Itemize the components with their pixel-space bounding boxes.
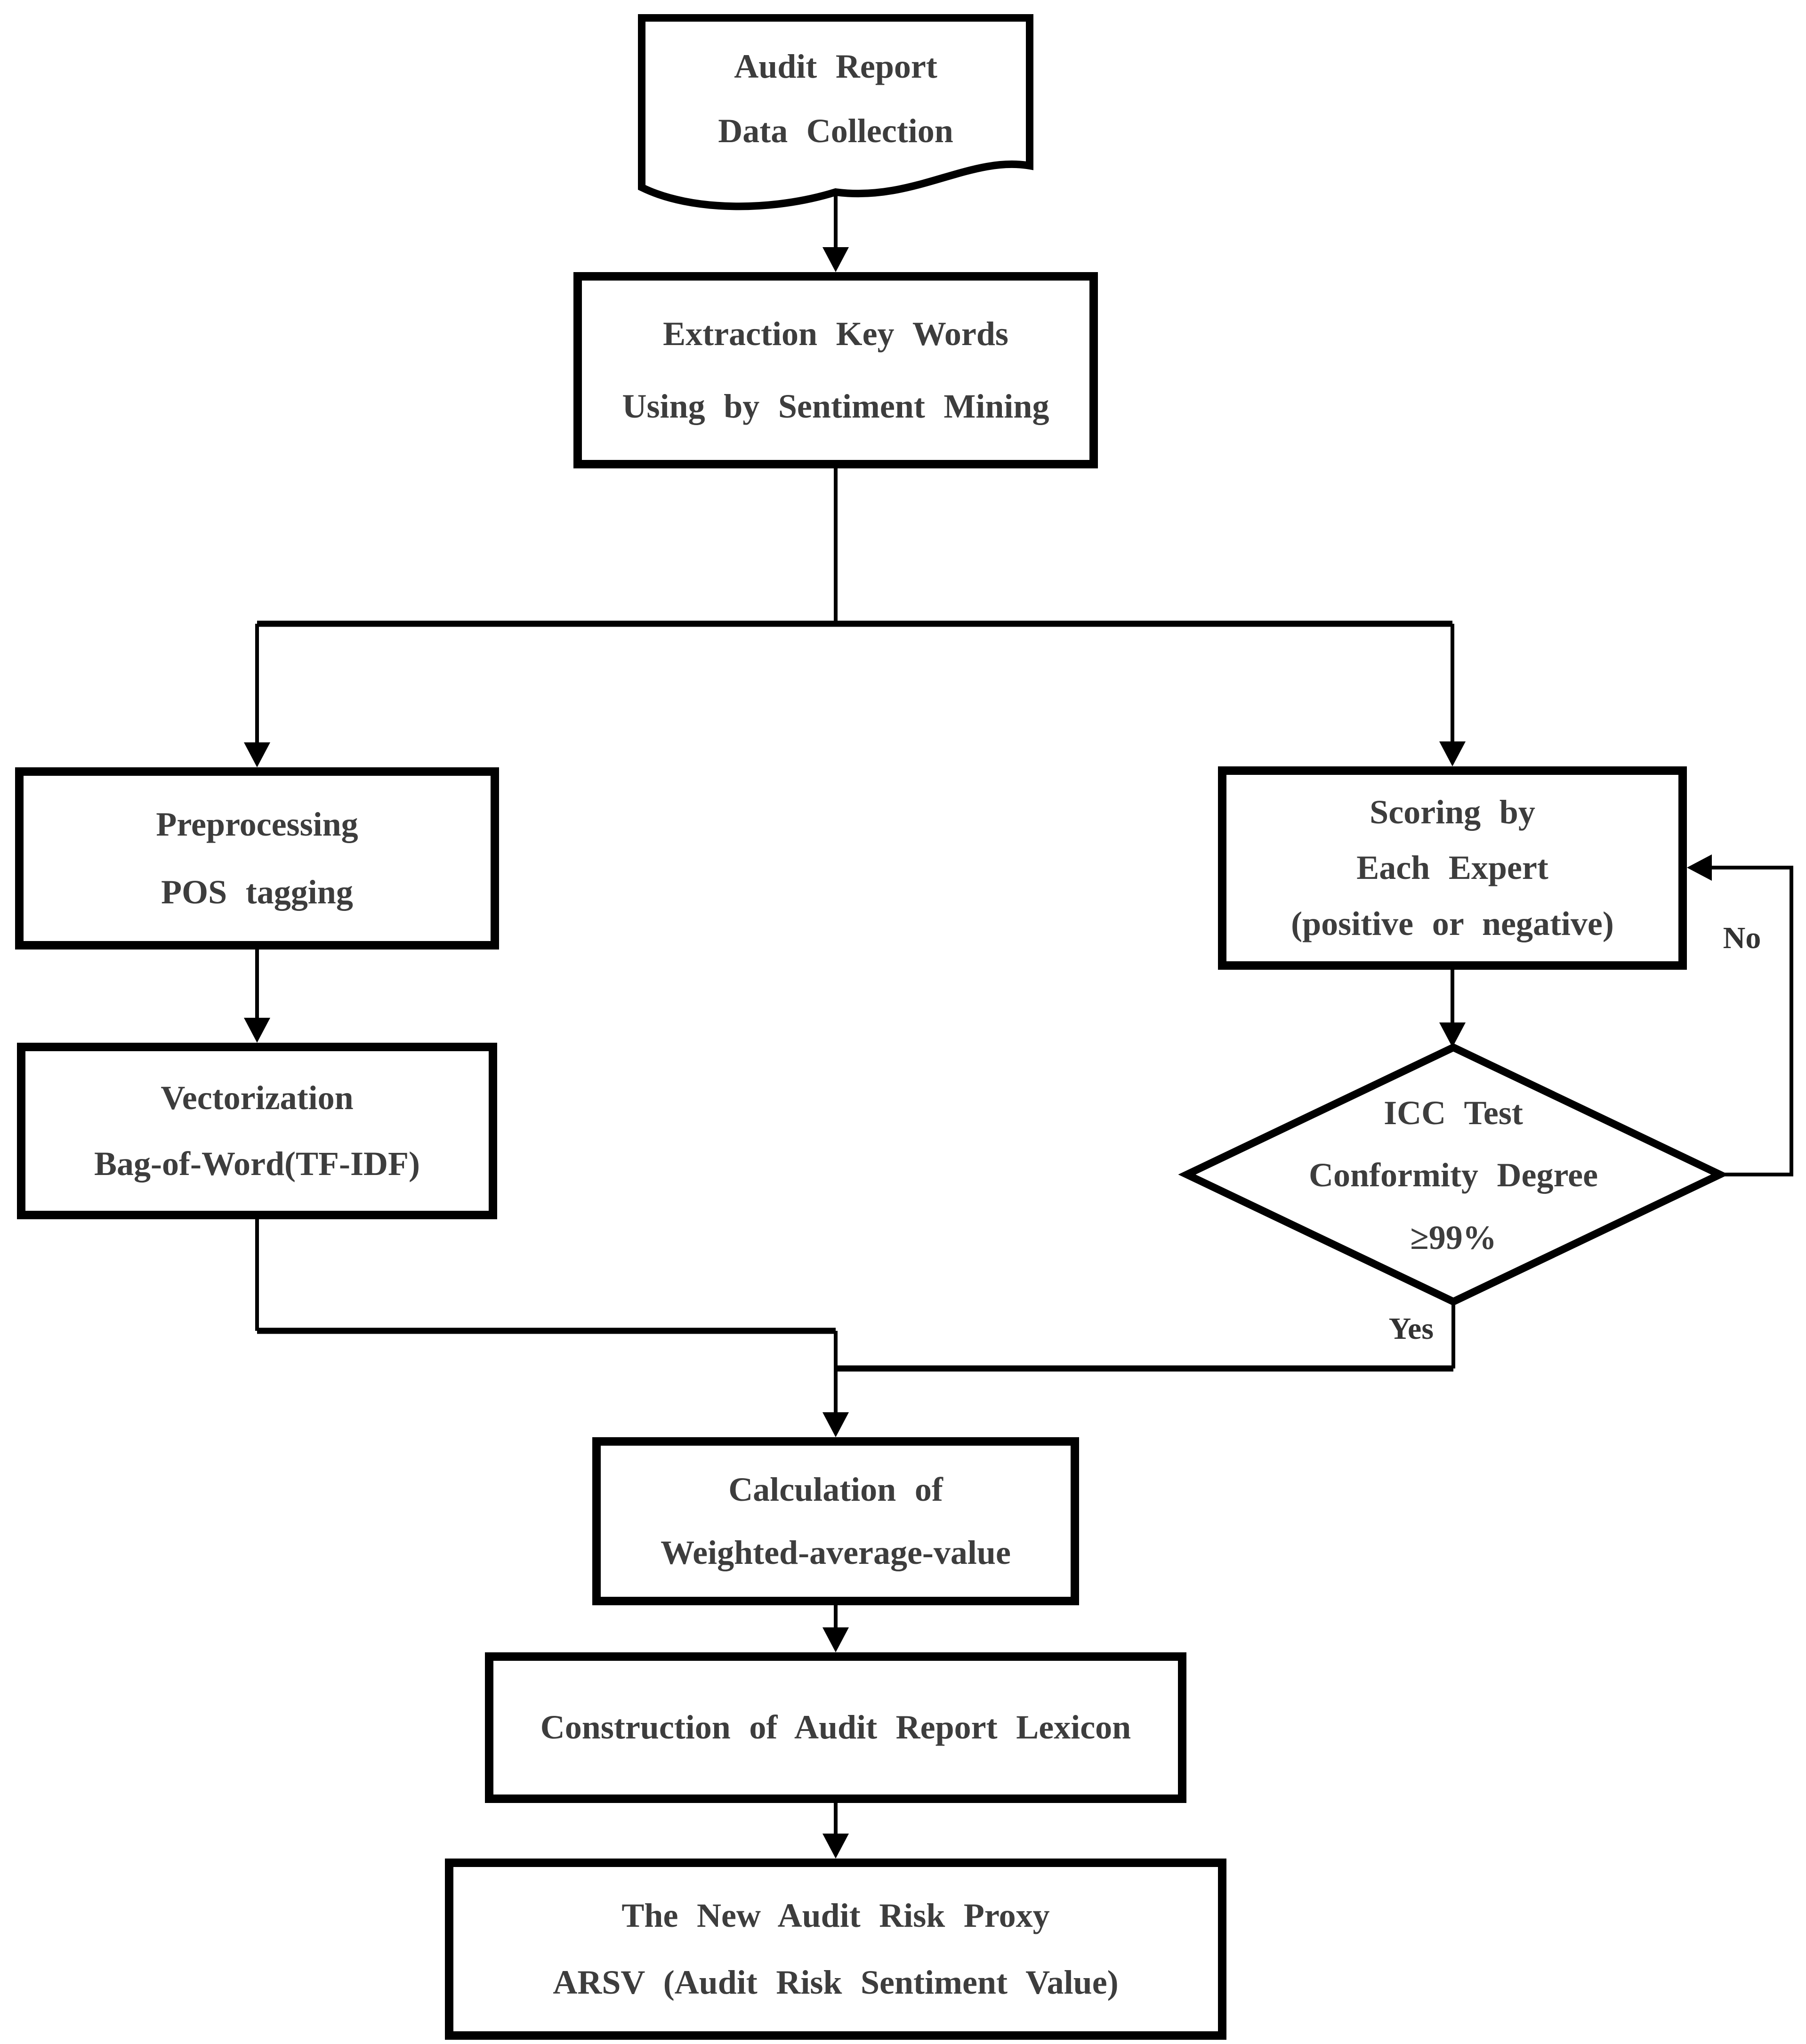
node-arsv: The New Audit Risk Proxy ARSV (Audit Ris… [445, 1859, 1226, 2040]
node-extraction: Extraction Key Words Using by Sentiment … [573, 272, 1098, 468]
node-construction: Construction of Audit Report Lexicon [485, 1652, 1186, 1803]
node-vectorization-line2: Bag-of-Word(TF-IDF) [94, 1144, 420, 1183]
decision-diamond-shape [1178, 1043, 1729, 1306]
edge-label-yes: Yes [1388, 1312, 1434, 1346]
arrowhead-arsv [822, 1834, 849, 1859]
node-calculation: Calculation of Weighted-average-value [592, 1437, 1079, 1605]
node-calculation-line1: Calculation of [728, 1471, 943, 1509]
arrowhead-vectorization [244, 1018, 270, 1043]
node-calculation-line2: Weighted-average-value [661, 1533, 1011, 1571]
edge-label-no: No [1723, 921, 1761, 955]
node-extraction-line2: Using by Sentiment Mining [622, 387, 1049, 425]
node-extraction-line1: Extraction Key Words [663, 315, 1008, 353]
node-scoring-line3: (positive or negative) [1291, 905, 1614, 943]
node-preprocessing-line1: Preprocessing [156, 805, 358, 844]
arrowhead-diamond [1439, 1022, 1466, 1047]
node-arsv-line1: The New Audit Risk Proxy [621, 1896, 1050, 1934]
node-scoring-line1: Scoring by [1370, 793, 1535, 831]
edge-no-loop [1712, 866, 1793, 1176]
node-preprocessing-line2: POS tagging [161, 873, 353, 911]
arrowhead-extraction [822, 247, 849, 272]
node-vectorization: Vectorization Bag-of-Word(TF-IDF) [17, 1043, 497, 1219]
node-preprocessing: Preprocessing POS tagging [15, 767, 499, 950]
arrowhead-calculation [822, 1412, 849, 1437]
node-scoring-line2: Each Expert [1356, 849, 1548, 887]
arrowhead-scoring [1439, 741, 1466, 766]
arrowhead-construction [822, 1627, 849, 1652]
node-vectorization-line1: Vectorization [161, 1079, 354, 1117]
node-construction-line1: Construction of Audit Report Lexicon [540, 1708, 1131, 1746]
node-scoring: Scoring by Each Expert (positive or nega… [1218, 766, 1687, 970]
document-shape [638, 14, 1033, 210]
arrowhead-preprocessing [244, 742, 270, 767]
arrowhead-no-loop [1687, 854, 1712, 881]
node-arsv-line2: ARSV (Audit Risk Sentiment Value) [553, 1964, 1119, 2002]
